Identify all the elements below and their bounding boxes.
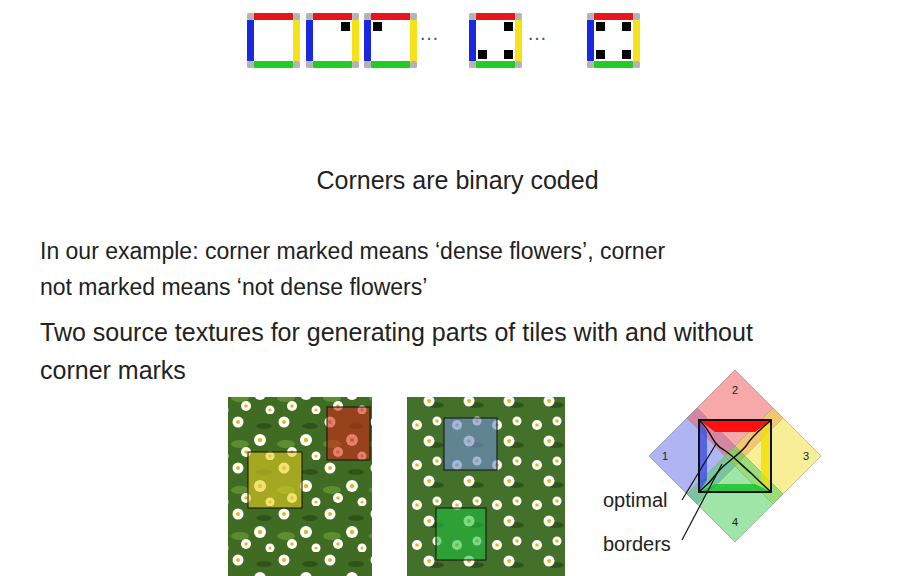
- corner-mark: [622, 22, 631, 31]
- flower-texture: [228, 397, 372, 576]
- wang-tile: [247, 13, 300, 68]
- corner-mark: [596, 22, 605, 31]
- corner-mark: [504, 22, 513, 31]
- corner-mark: [373, 22, 382, 31]
- body-text: In our example: corner marked means ‘den…: [40, 233, 690, 305]
- callout-number: 2: [732, 384, 738, 396]
- callout-number: 4: [732, 516, 738, 528]
- corner-mark: [504, 50, 513, 59]
- caption-text: Corners are binary coded: [0, 166, 915, 195]
- corner-mark: [622, 50, 631, 59]
- tile-row: [247, 13, 640, 68]
- patch-square: [436, 508, 486, 560]
- flower-texture: [407, 397, 565, 576]
- ellipsis: …: [419, 22, 439, 45]
- callout-number: 1: [662, 450, 668, 462]
- quilt-diagram: [649, 370, 821, 542]
- corner-mark: [478, 50, 487, 59]
- patch-square: [248, 452, 302, 508]
- wang-tile: [364, 13, 417, 68]
- callout-number: 3: [803, 450, 809, 462]
- ellipsis: …: [527, 22, 547, 45]
- patch-square: [444, 418, 497, 470]
- wang-tile: [306, 13, 359, 68]
- body-text: Two source textures for generating parts…: [40, 313, 800, 389]
- wang-tile: [587, 13, 640, 68]
- corner-mark: [341, 22, 350, 31]
- wang-tile: [469, 13, 522, 68]
- corner-mark: [596, 50, 605, 59]
- patch-square: [327, 407, 370, 460]
- leader-label: optimal borders: [603, 478, 687, 566]
